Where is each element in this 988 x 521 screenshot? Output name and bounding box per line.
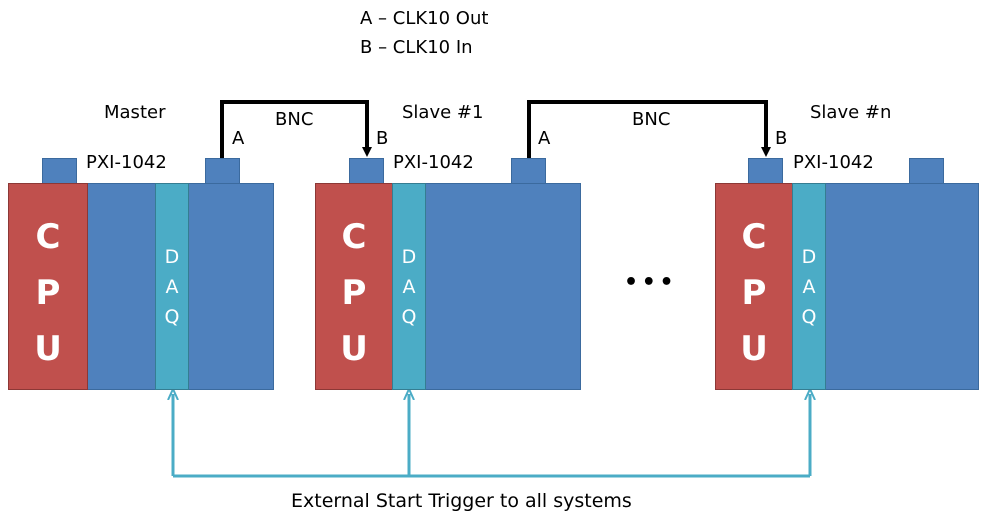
daq-letter-a: A [402,276,416,298]
slaven-port-right [909,158,944,184]
legend-b: B – CLK10 In [360,37,473,58]
slave1-label: Slave #1 [402,102,484,123]
slave1-port-b [349,158,384,184]
slaven-daq-module: D A Q [792,183,826,390]
slave1-cpu-module: C P U [315,183,393,390]
master-model-label: PXI-1042 [86,152,167,173]
slave1-port-a [511,158,546,184]
bnc-cable-2 [527,100,771,158]
cpu-letter-c: C [341,217,367,257]
bnc-label-2: BNC [632,109,671,130]
bnc-label-1: BNC [275,109,314,130]
cpu-letter-p: P [741,273,767,313]
daq-letter-q: Q [164,306,180,328]
slave1-port-b-label: B [376,128,389,149]
slaven-label: Slave #n [810,102,892,123]
slaven-model-label: PXI-1042 [793,152,874,173]
slave1-port-a-label: A [538,128,551,149]
daq-letter-d: D [801,246,817,268]
slaven-port-b-label: B [775,128,788,149]
master-cpu-module: C P U [8,183,88,390]
trigger-label: External Start Trigger to all systems [291,490,632,512]
cpu-letter-c: C [35,217,61,257]
daq-letter-a: A [165,276,179,298]
master-daq-module: D A Q [155,183,189,390]
slave1-daq-module: D A Q [392,183,426,390]
daq-letter-d: D [401,246,417,268]
daq-letter-d: D [164,246,180,268]
cpu-letter-p: P [341,273,367,313]
daq-letter-q: Q [401,306,417,328]
cpu-letter-u: U [340,329,368,369]
daq-letter-a: A [802,276,816,298]
slave1-model-label: PXI-1042 [393,152,474,173]
daq-letter-q: Q [801,306,817,328]
cpu-letter-p: P [35,273,61,313]
legend-a: A – CLK10 Out [360,8,489,29]
master-port-left [42,158,77,184]
ellipsis: • • • [624,270,673,295]
slaven-cpu-module: C P U [715,183,793,390]
master-label: Master [104,102,166,123]
cpu-letter-c: C [741,217,767,257]
bnc-cable-1 [220,100,372,158]
master-port-a-label: A [232,128,245,149]
slaven-port-b [748,158,783,184]
cpu-letter-u: U [34,329,62,369]
cpu-letter-u: U [740,329,768,369]
master-port-a [205,158,240,184]
